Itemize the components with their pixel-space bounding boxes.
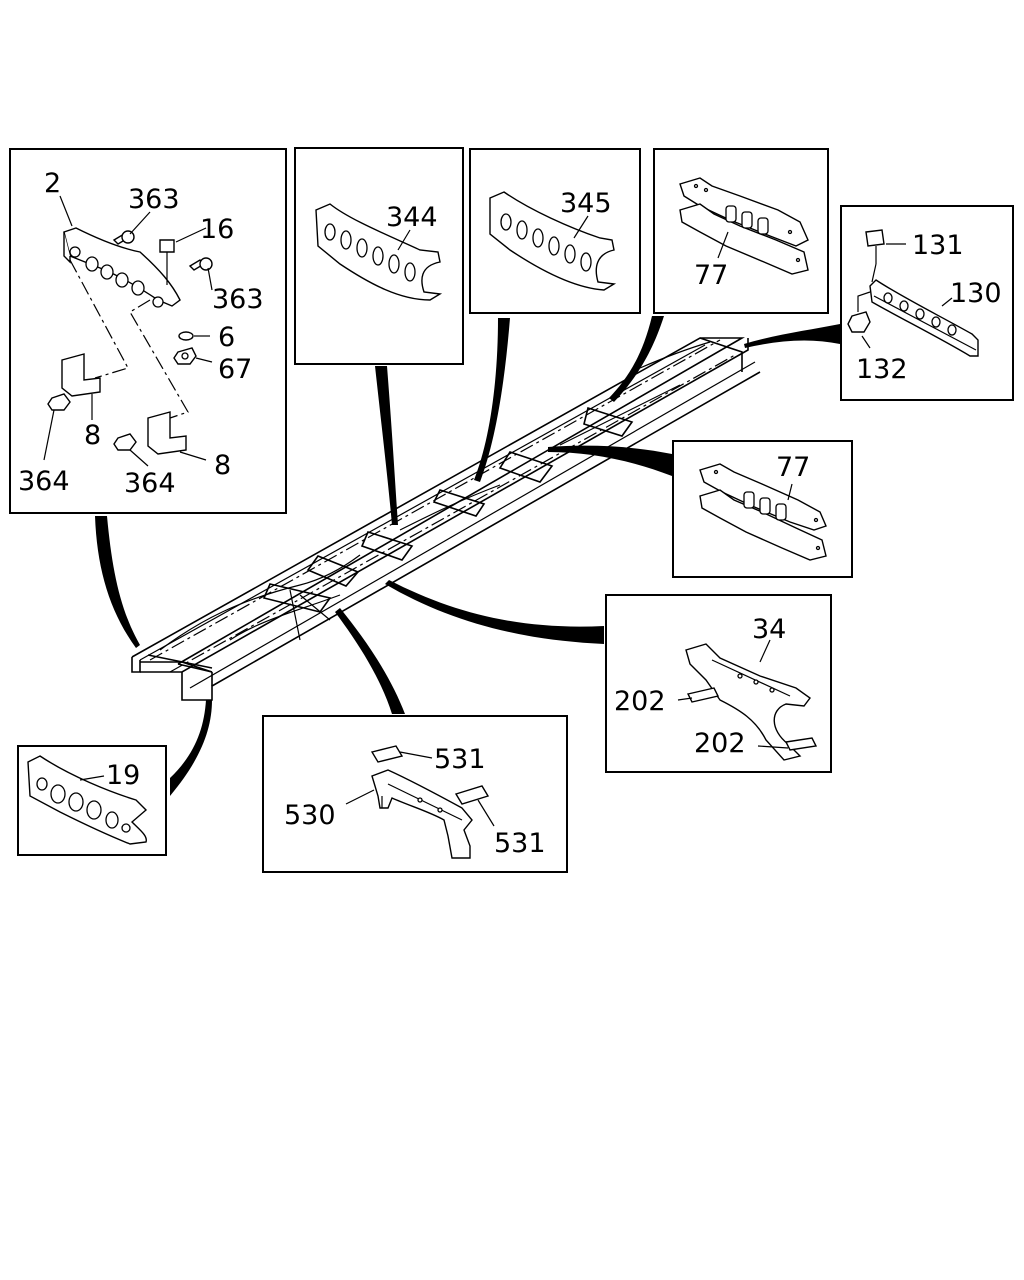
panel-crossmember-345: 345 xyxy=(469,148,641,314)
label-2: 2 xyxy=(44,168,61,199)
label-531-top: 531 xyxy=(434,744,486,775)
label-531-bottom: 531 xyxy=(494,828,546,859)
label-202-right: 202 xyxy=(694,728,746,759)
label-34: 34 xyxy=(752,614,786,645)
label-364-left: 364 xyxy=(18,466,70,497)
label-132: 132 xyxy=(856,354,908,385)
label-130: 130 xyxy=(950,278,1002,309)
label-364-right: 364 xyxy=(124,468,176,499)
label-345: 345 xyxy=(560,188,612,219)
label-8-right: 8 xyxy=(214,450,231,481)
label-19: 19 xyxy=(106,760,140,791)
panel-bumper-bracket: 2 363 16 363 6 67 8 8 364 364 xyxy=(9,148,287,514)
panel-crossmember-77-mid: 77 xyxy=(672,440,853,578)
panel-crossmember-344: 344 xyxy=(294,147,464,365)
panel-front-cross-19: 19 xyxy=(17,745,167,856)
label-67: 67 xyxy=(218,354,252,385)
label-8-left: 8 xyxy=(84,420,101,451)
panel-crossmember-34: 34 202 202 xyxy=(605,594,832,773)
label-344: 344 xyxy=(386,202,438,233)
label-363-right: 363 xyxy=(212,284,264,315)
label-16: 16 xyxy=(200,214,234,245)
label-131: 131 xyxy=(912,230,964,261)
label-77-top: 77 xyxy=(694,260,728,291)
label-530: 530 xyxy=(284,800,336,831)
callout-swooshes xyxy=(95,316,840,796)
label-77-mid: 77 xyxy=(776,452,810,483)
panel-crossmember-530: 531 530 531 xyxy=(262,715,568,873)
panel-crossmember-77-top: 77 xyxy=(653,148,829,314)
label-363-top: 363 xyxy=(128,184,180,215)
panel-rear-cross: 131 130 132 xyxy=(840,205,1014,401)
label-6: 6 xyxy=(218,322,235,353)
label-202-left: 202 xyxy=(614,686,666,717)
